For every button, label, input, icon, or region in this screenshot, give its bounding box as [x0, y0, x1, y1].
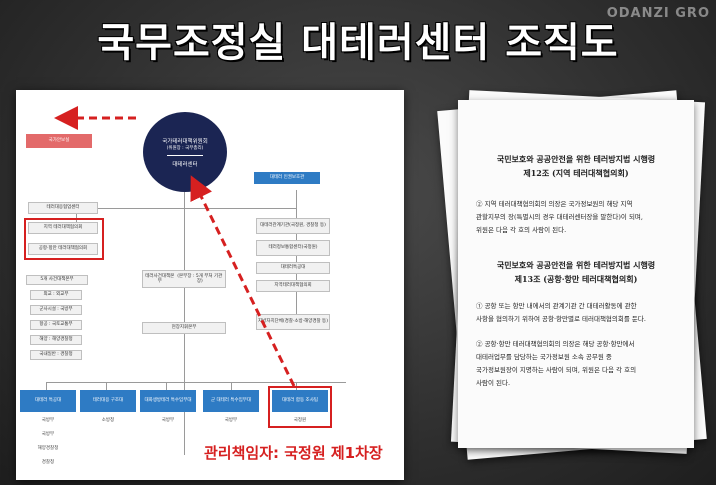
bottom-agency-label: 국방부 [224, 418, 238, 424]
law-document: 국민보호와 공공안전을 위한 테러방지법 시행령 제12조 (지역 테러대책협의… [458, 100, 694, 448]
sector-item: 외교 : 외교부 [30, 290, 82, 300]
law-heading-1: 국민보호와 공공안전을 위한 테러방지법 시행령 [496, 154, 656, 164]
agencies-box: 대테러관계기관(국정원, 경찰청 등) [256, 218, 330, 234]
bottom-agency-label: 국방부 [161, 418, 175, 424]
law-article-12: 제12조 (지역 테러대책협의회) [523, 168, 629, 178]
local-gov-box: 지방자치단체(경찰·소방·해양경찰 등) [256, 314, 330, 330]
bottom-agency-label: 해양경찰청 [37, 446, 59, 452]
field-command-box: 현장지휘본부 [142, 322, 226, 334]
manager-caption: 관리책임자: 국정원 제1차장 [204, 444, 383, 462]
bottom-unit-box: 군 대테러 특수임무대 [203, 390, 259, 412]
national-security-office-box: 국가안보실 [26, 134, 92, 148]
committee-chair: (위원장 : 국무총리) [166, 145, 204, 151]
incident-hq-box: 테러사건대책본부(본부장 : 5개 부처 기관장) [142, 270, 226, 288]
bottom-agency-label: 경찰청 [41, 460, 55, 466]
bottom-agency-label: 국방부 [41, 418, 55, 424]
committee-name: 국가테러대책위원회 [162, 138, 208, 145]
org-chart-panel: 국가테러대책위원회 (위원장 : 국무총리) 대테러센터 국가안보실 대테러 인… [16, 90, 404, 480]
regional-council-box: 지역테러대책협의회 [256, 280, 330, 292]
channel-watermark: ODANZI GRO [606, 6, 710, 21]
counter-terror-committee-circle: 국가테러대책위원회 (위원장 : 국무총리) 대테러센터 [143, 112, 227, 192]
special-forces-box: 대테러특공대 [256, 262, 330, 274]
bottom-agency-label: 국정원 [293, 418, 307, 424]
law-article-13: 제13조 (공항·항만 테러대책협의회) [514, 274, 638, 284]
arrow-diagonal-icon [190, 175, 296, 387]
dashed-arrows [54, 106, 296, 387]
page-title: 국무조정실 대테러센터 조직도 [97, 20, 619, 66]
law-heading-2: 국민보호와 공공안전을 위한 테러방지법 시행령 [496, 260, 656, 270]
left-group-item: 공항·항만 테러대책협의회 [28, 243, 98, 255]
sector-item: 국내일반 : 경찰청 [30, 350, 82, 360]
highlight-regional-councils [24, 218, 104, 260]
bottom-unit-box: 대테러 특공대 [20, 390, 76, 412]
sector-item: 해양 : 해양경찰청 [30, 335, 82, 345]
intel-center-box: 테러정보통합센터(국정원) [256, 240, 330, 256]
bottom-unit-box: 대테러 합동 조사팀 [272, 390, 328, 412]
bottom-agency-label: 국방부 [41, 432, 55, 438]
bottom-agency-label: 소방청 [101, 418, 115, 424]
human-rights-officer-box: 대테러 인권보호관 [254, 172, 320, 184]
bottom-unit-box: 테러대응 구조대 [80, 390, 136, 412]
sector-item: 군사시설 : 국방부 [30, 305, 82, 315]
left-group-item: 테러대응협업센터 [28, 202, 98, 214]
sector-item: 항공 : 국토교통부 [30, 320, 82, 330]
left-group-item: 지역 테러대책협의회 [28, 222, 98, 234]
highlight-joint-team [268, 386, 332, 428]
sector-header-box: 5개 사건대책본부 [26, 275, 88, 285]
center-name: 대테러센터 [172, 161, 198, 168]
bottom-unit-box: 대화생방테러 특수임무대 [140, 390, 196, 412]
